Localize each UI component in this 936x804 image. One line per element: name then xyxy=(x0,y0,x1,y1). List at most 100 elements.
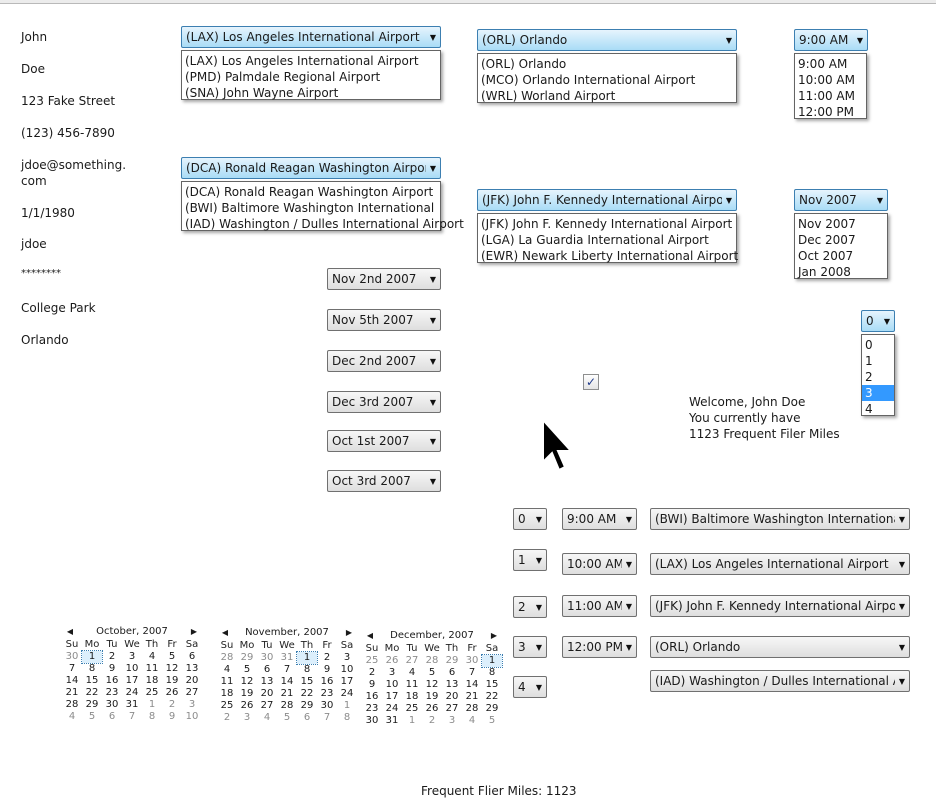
calendar-day[interactable]: 27 xyxy=(445,703,459,714)
calendar-day[interactable]: 20 xyxy=(445,691,459,702)
calendar-day[interactable]: 9 xyxy=(108,663,116,674)
calendar-day[interactable]: 4 xyxy=(468,715,476,726)
leg-airport-combo-1[interactable]: (LAX) Los Angeles International Airport … xyxy=(650,553,910,575)
calendar-day[interactable]: 25 xyxy=(405,703,419,714)
calendar-day[interactable]: 2 xyxy=(108,651,116,662)
calendar-day[interactable]: 16 xyxy=(320,676,334,687)
calendar-title[interactable]: November, 2007 xyxy=(245,626,329,638)
calendar-day[interactable]: 21 xyxy=(65,687,79,698)
depart-airport-option[interactable]: (IAD) Washington / Dulles International … xyxy=(185,217,464,231)
confirm-checkbox[interactable]: ✓ xyxy=(583,374,599,390)
calendar-day[interactable]: 29 xyxy=(300,700,314,711)
calendar-day[interactable]: 14 xyxy=(65,675,79,686)
calendar-day[interactable]: 22 xyxy=(85,687,99,698)
calendar-day[interactable]: 4 xyxy=(148,651,156,662)
depart-airport-option[interactable]: (BWI) Baltimore Washington International xyxy=(185,201,435,215)
count-option[interactable]: 4 xyxy=(865,402,873,416)
calendar-day[interactable]: 2 xyxy=(223,712,231,723)
calendar-day[interactable]: 13 xyxy=(260,676,274,687)
date-combo-6[interactable]: Oct 3rd 2007 ▼ xyxy=(327,470,441,492)
time-option[interactable]: 12:00 PM xyxy=(798,105,854,119)
calendar-title[interactable]: December, 2007 xyxy=(390,629,474,641)
calendar-day[interactable]: 23 xyxy=(320,688,334,699)
time-option[interactable]: 11:00 AM xyxy=(798,89,855,103)
calendar-day-today[interactable]: 1 xyxy=(296,651,318,665)
calendar-day[interactable]: 6 xyxy=(188,651,196,662)
calendar-day[interactable]: 6 xyxy=(448,667,456,678)
chevron-right-icon[interactable]: ▶ xyxy=(490,630,498,640)
calendar-day[interactable]: 16 xyxy=(105,675,119,686)
depart-airport-combo-2[interactable]: (DCA) Ronald Reagan Washington Airport ▼ xyxy=(181,157,441,179)
calendar-day[interactable]: 4 xyxy=(263,712,271,723)
leg-time-combo-3[interactable]: 12:00 PM ▼ xyxy=(562,636,637,658)
calendar-day[interactable]: 9 xyxy=(368,679,376,690)
calendar-day[interactable]: 4 xyxy=(223,664,231,675)
calendar-day[interactable]: 2 xyxy=(428,715,436,726)
month-combo[interactable]: Nov 2007 ▼ xyxy=(794,189,888,211)
calendar-day[interactable]: 1 xyxy=(343,700,351,711)
arrive-airport-option[interactable]: (LGA) La Guardia International Airport xyxy=(481,233,709,247)
count-combo[interactable]: 0 ▼ xyxy=(861,310,895,332)
calendar-day[interactable]: 19 xyxy=(165,675,179,686)
calendar-day[interactable]: 5 xyxy=(88,711,96,722)
calendar-title[interactable]: October, 2007 xyxy=(96,625,168,637)
calendar-day[interactable]: 20 xyxy=(260,688,274,699)
calendar-day[interactable]: 31 xyxy=(125,699,139,710)
calendar-day[interactable]: 26 xyxy=(240,700,254,711)
calendar-day[interactable]: 4 xyxy=(408,667,416,678)
calendar-day[interactable]: 5 xyxy=(243,664,251,675)
calendar-day[interactable]: 12 xyxy=(425,679,439,690)
depart-airport-option[interactable]: (DCA) Ronald Reagan Washington Airport xyxy=(185,185,434,199)
chevron-left-icon[interactable]: ◀ xyxy=(221,627,229,637)
calendar-day[interactable]: 8 xyxy=(303,664,311,675)
calendar-day[interactable]: 5 xyxy=(428,667,436,678)
calendar-day[interactable]: 27 xyxy=(185,687,199,698)
calendar-day[interactable]: 17 xyxy=(125,675,139,686)
calendar-day[interactable]: 13 xyxy=(185,663,199,674)
calendar-day[interactable]: 1 xyxy=(408,715,416,726)
leg-time-combo-1[interactable]: 10:00 AM ▼ xyxy=(562,553,637,575)
chevron-right-icon[interactable]: ▶ xyxy=(345,627,353,637)
calendar-day[interactable]: 26 xyxy=(165,687,179,698)
calendar-day[interactable]: 27 xyxy=(405,655,419,666)
month-option[interactable]: Nov 2007 xyxy=(798,217,856,231)
leg-airport-combo-2[interactable]: (JFK) John F. Kennedy International Airp… xyxy=(650,595,910,617)
calendar-day[interactable]: 25 xyxy=(220,700,234,711)
calendar-day[interactable]: 27 xyxy=(260,700,274,711)
calendar-day[interactable]: 8 xyxy=(88,663,96,674)
calendar-day[interactable]: 5 xyxy=(283,712,291,723)
arrive-airport-option[interactable]: (WRL) Worland Airport xyxy=(481,89,616,103)
count-option[interactable]: 1 xyxy=(865,354,873,368)
calendar-day[interactable]: 13 xyxy=(445,679,459,690)
calendar-day[interactable]: 20 xyxy=(185,675,199,686)
leg-time-combo-2[interactable]: 11:00 AM ▼ xyxy=(562,595,637,617)
calendar-day[interactable]: 2 xyxy=(168,699,176,710)
leg-number-combo-3[interactable]: 3 ▼ xyxy=(513,636,547,658)
calendar-day-today[interactable]: 1 xyxy=(81,650,103,664)
calendar-day[interactable]: 2 xyxy=(368,667,376,678)
chevron-left-icon[interactable]: ◀ xyxy=(366,630,374,640)
calendar-day[interactable]: 15 xyxy=(300,676,314,687)
arrive-airport-option[interactable]: (MCO) Orlando International Airport xyxy=(481,73,696,87)
calendar-day[interactable]: 30 xyxy=(105,699,119,710)
calendar-day[interactable]: 24 xyxy=(385,703,399,714)
calendar-day[interactable]: 28 xyxy=(220,652,234,663)
depart-airport-option[interactable]: (PMD) Palmdale Regional Airport xyxy=(185,70,381,84)
calendar-day[interactable]: 22 xyxy=(300,688,314,699)
depart-airport-option[interactable]: (SNA) John Wayne Airport xyxy=(185,86,339,100)
calendar-day[interactable]: 7 xyxy=(68,663,76,674)
leg-airport-combo-4[interactable]: (IAD) Washington / Dulles International … xyxy=(650,670,910,692)
calendar-day[interactable]: 29 xyxy=(240,652,254,663)
calendar-day[interactable]: 7 xyxy=(283,664,291,675)
leg-time-combo-0[interactable]: 9:00 AM ▼ xyxy=(562,508,637,530)
calendar-day[interactable]: 30 xyxy=(365,715,379,726)
calendar-day[interactable]: 17 xyxy=(385,691,399,702)
arrive-airport-option[interactable]: (ORL) Orlando xyxy=(481,57,567,71)
calendar-day[interactable]: 12 xyxy=(240,676,254,687)
calendar-day[interactable]: 30 xyxy=(65,651,79,662)
month-option[interactable]: Oct 2007 xyxy=(798,249,854,263)
calendar-day[interactable]: 17 xyxy=(340,676,354,687)
calendar-day[interactable]: 31 xyxy=(280,652,294,663)
calendar-day[interactable]: 28 xyxy=(280,700,294,711)
calendar-day[interactable]: 7 xyxy=(468,667,476,678)
